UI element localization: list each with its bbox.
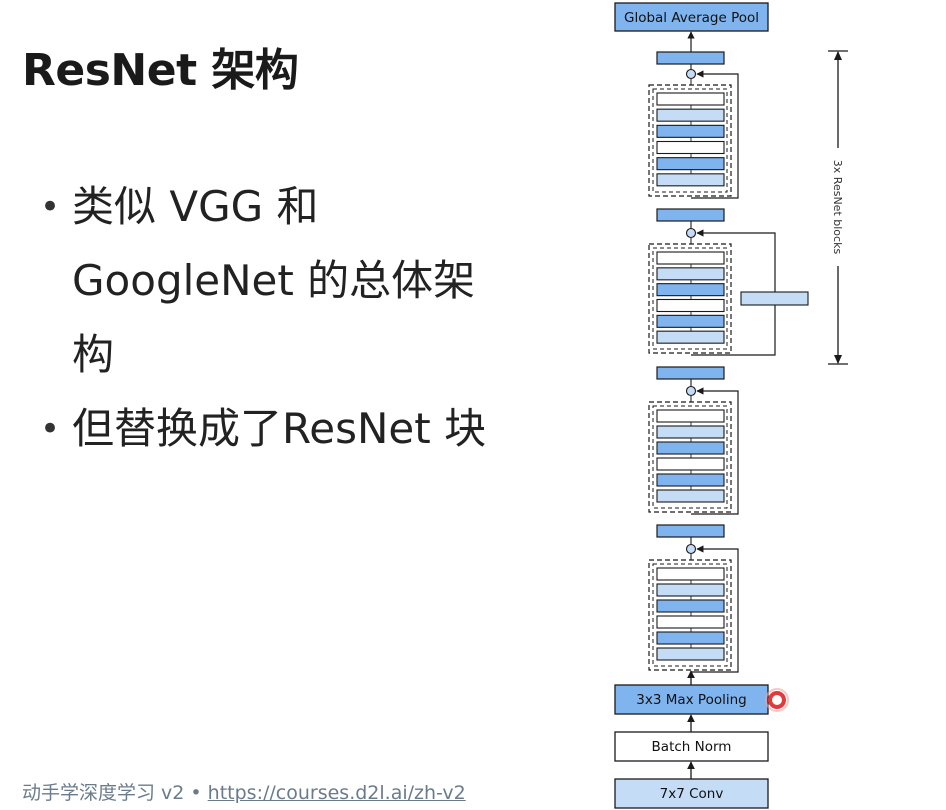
layer-box — [656, 583, 725, 597]
layer-box — [656, 124, 725, 138]
layer-box — [656, 267, 725, 281]
layer-box — [656, 108, 725, 122]
layer-box — [656, 409, 725, 423]
slide-title: ResNet 架构 — [22, 45, 299, 96]
layer-box — [656, 173, 725, 187]
add-circle-icon — [685, 227, 697, 239]
layer-box — [656, 473, 725, 487]
block-dashed-outer — [648, 243, 732, 354]
batch-norm-box — [614, 731, 769, 762]
bullet-dot: • — [40, 409, 61, 449]
resnet-blocks — [648, 31, 809, 673]
layer-box — [656, 457, 725, 471]
stage-connector-box — [656, 51, 725, 65]
block-dashed-outer — [648, 401, 732, 513]
stage-connector-box — [656, 524, 725, 538]
add-circle-icon — [685, 68, 697, 80]
layer-box — [656, 567, 725, 581]
bullet-list: • 类似 VGG 和 GoogleNet 的总体架 构 • 但替换成了ResNe… — [40, 170, 540, 466]
conv-1x1-box — [740, 291, 809, 306]
block-dashed-outer — [648, 84, 732, 197]
layer-box — [656, 140, 725, 155]
bullet-1-line-1: 类似 VGG 和 — [72, 182, 319, 231]
layer-box — [656, 283, 725, 297]
cursor-ring-icon — [768, 691, 786, 709]
layer-box — [656, 298, 725, 313]
skip-connection — [691, 545, 739, 673]
block-dashed-inner — [652, 88, 728, 193]
layer-box — [656, 441, 725, 455]
global-average-pool-box — [614, 2, 769, 32]
global-average-pool-label: Global Average Pool — [624, 10, 759, 26]
block-dashed-outer — [648, 559, 732, 671]
bracket-arrow-top — [834, 51, 842, 60]
layer-box — [656, 425, 725, 439]
resnet-blocks-label: 3x ResNet blocks — [831, 160, 844, 255]
bracket-arrow-bottom — [834, 355, 842, 364]
block-dashed-inner — [652, 563, 728, 667]
layer-box — [656, 599, 725, 613]
layer-box — [656, 330, 725, 344]
footer: 动手学深度学习 v2 • https://courses.d2l.ai/zh-v… — [22, 778, 466, 805]
bullet-1-line-3: 构 — [72, 330, 115, 379]
layer-box — [656, 92, 725, 106]
bullet-item-1: • 类似 VGG 和 GoogleNet 的总体架 构 — [40, 170, 540, 392]
conv-label: 7x7 Conv — [660, 786, 724, 802]
bullet-1-line-2: GoogleNet 的总体架 — [72, 256, 476, 305]
skip-connection — [691, 387, 739, 515]
bracket-label-bg — [831, 148, 845, 266]
skip-connection — [691, 70, 739, 199]
footer-text: 动手学深度学习 v2 • — [22, 782, 208, 804]
layer-box — [656, 314, 725, 328]
conv-box — [614, 778, 769, 809]
footer-link[interactable]: https://courses.d2l.ai/zh-v2 — [207, 782, 466, 804]
max-pooling-label: 3x3 Max Pooling — [636, 692, 746, 708]
layer-box — [656, 489, 725, 503]
batch-norm-label: Batch Norm — [652, 739, 732, 755]
max-pooling-box — [614, 684, 769, 715]
add-circle-icon — [685, 543, 697, 555]
add-circle-icon — [685, 385, 697, 397]
layer-box — [656, 631, 725, 645]
layer-box — [656, 157, 725, 171]
stage-connector-box — [656, 208, 725, 222]
stage-connector-box — [656, 366, 725, 380]
cursor-ring-glow — [765, 688, 789, 712]
block-dashed-inner — [652, 405, 728, 509]
layer-box — [656, 647, 725, 661]
layer-box — [656, 251, 725, 265]
layer-box — [656, 615, 725, 629]
block-dashed-inner — [652, 247, 728, 350]
bullet-dot: • — [40, 187, 61, 227]
bullet-item-2: • 但替换成了ResNet 块 — [40, 392, 540, 466]
bullet-2-line-1: 但替换成了ResNet 块 — [72, 404, 487, 453]
